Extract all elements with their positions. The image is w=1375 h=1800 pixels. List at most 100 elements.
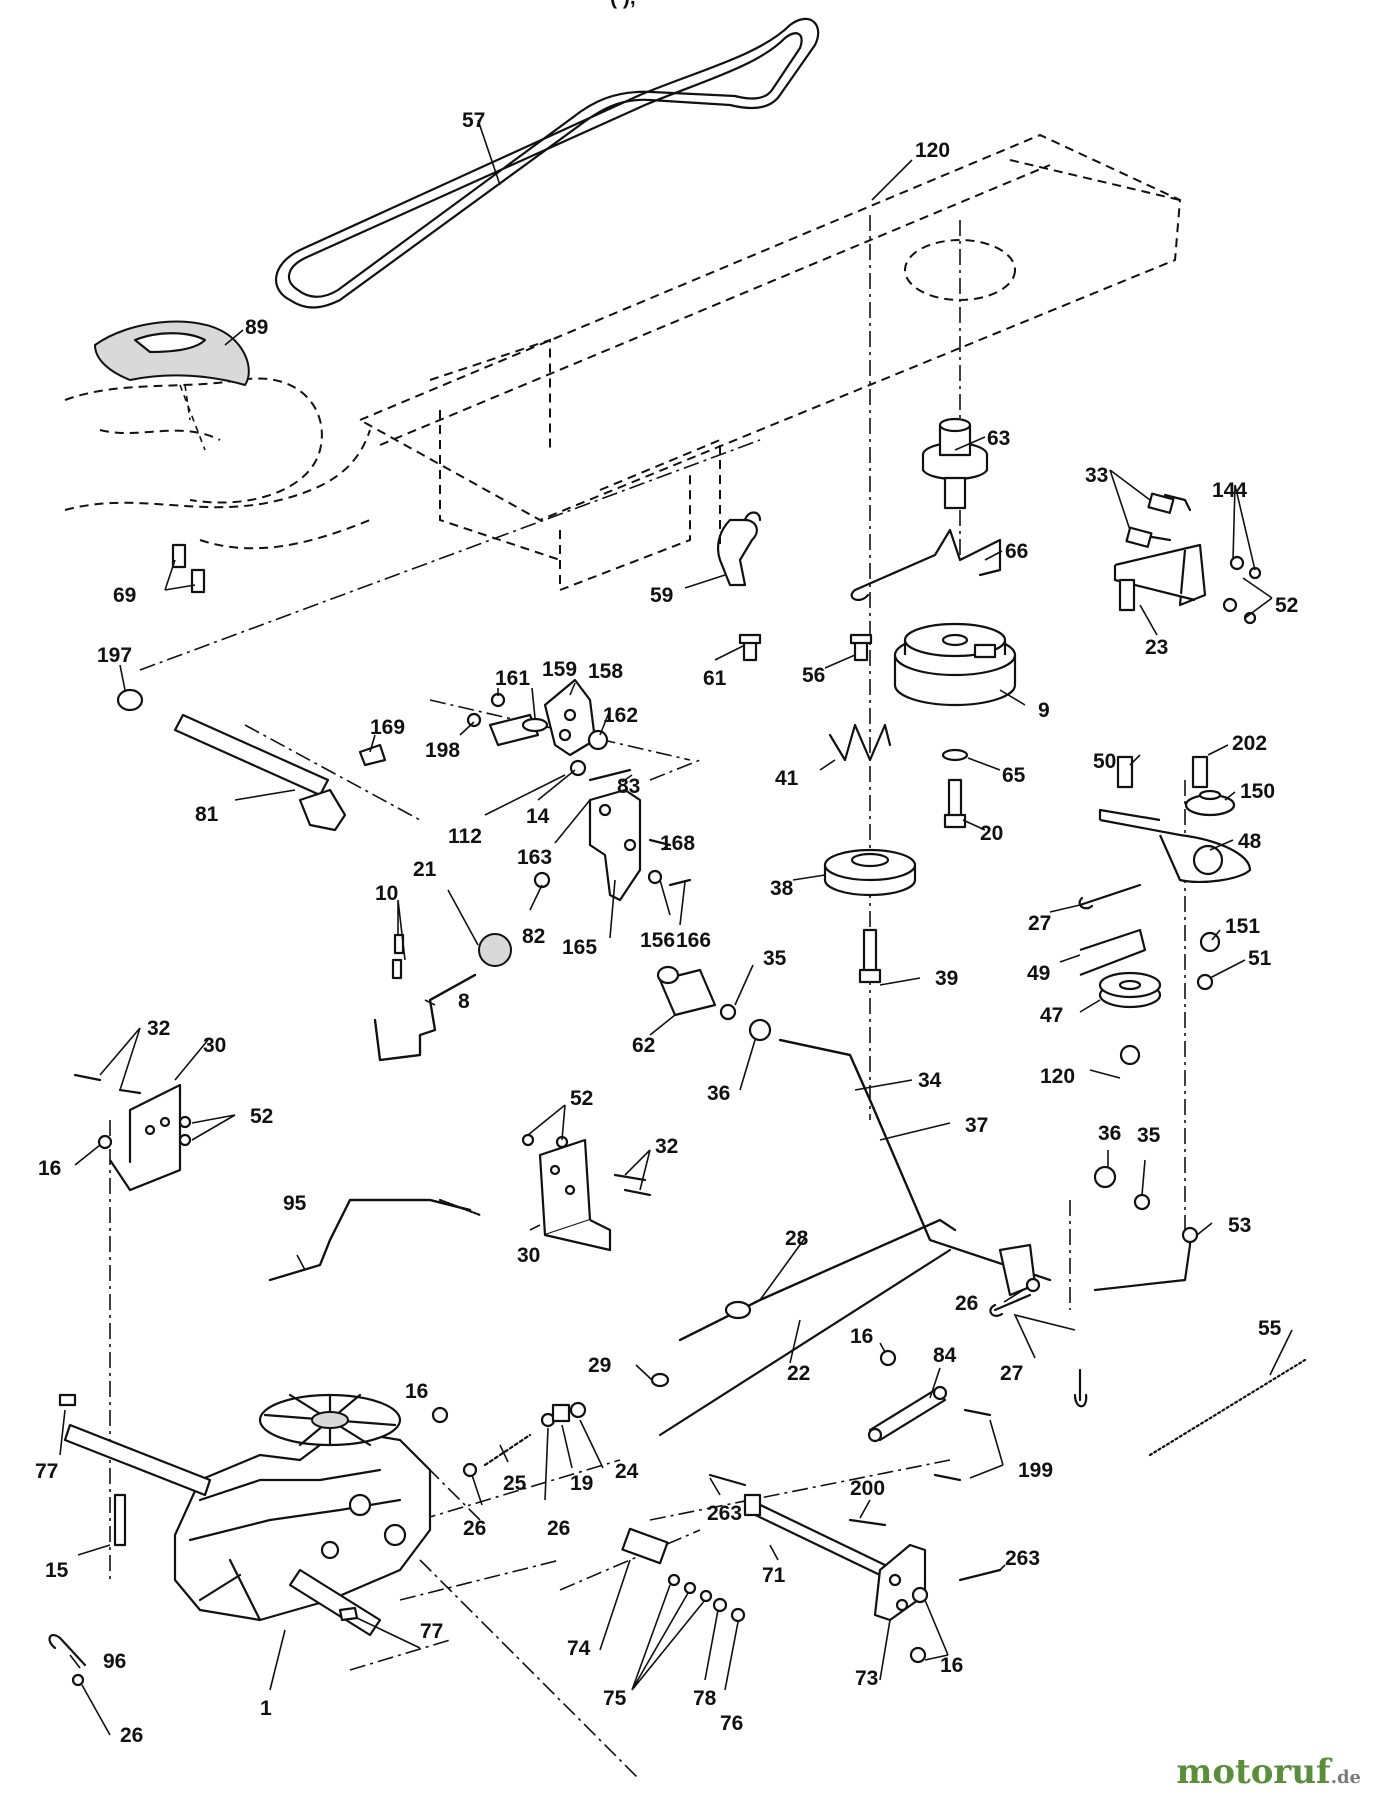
bolt-33a — [1147, 492, 1175, 514]
label-21: 21 — [413, 858, 437, 881]
label-61: 61 — [703, 667, 727, 690]
nut-16a — [97, 1134, 113, 1150]
key-77b — [338, 1606, 359, 1622]
label-33: 33 — [1085, 464, 1108, 487]
label-168: 168 — [660, 832, 695, 855]
label-202: 202 — [1232, 732, 1267, 755]
rod-34 — [778, 1038, 1052, 1297]
label-162: 162 — [603, 704, 638, 727]
v-belt — [274, 17, 820, 309]
screws-10 — [391, 933, 405, 980]
rod-95 — [268, 1198, 482, 1282]
brand-suffix: .de — [1330, 1767, 1361, 1788]
washer-75a — [667, 1573, 681, 1587]
label-9: 9 — [1038, 699, 1050, 722]
part-labels: 57 120 89 63 33 144 66 69 59 52 23 197 1… — [35, 109, 1298, 1747]
bracket-30b — [521, 1133, 612, 1252]
label-39: 39 — [935, 967, 958, 990]
clip-82 — [533, 871, 551, 889]
label-36a: 36 — [707, 1082, 730, 1105]
bolt-15 — [113, 1493, 127, 1547]
label-161: 161 — [495, 667, 530, 690]
label-55: 55 — [1258, 1317, 1282, 1340]
label-23: 23 — [1145, 636, 1168, 659]
label-83: 83 — [617, 775, 640, 798]
label-36b: 36 — [1098, 1122, 1121, 1145]
label-49: 49 — [1027, 962, 1050, 985]
label-156: 156 — [640, 929, 675, 952]
label-69: 69 — [113, 584, 136, 607]
washer-36a — [748, 1018, 772, 1042]
pin-27a — [1078, 883, 1142, 910]
label-51: 51 — [1248, 947, 1272, 970]
washer-75c — [699, 1589, 713, 1603]
label-84: 84 — [933, 1344, 957, 1367]
bolt-263b — [958, 1568, 1002, 1582]
clip-169 — [358, 743, 387, 767]
label-48: 48 — [1238, 830, 1262, 853]
label-112: 112 — [448, 825, 482, 848]
bolt-20 — [943, 778, 967, 829]
label-15: 15 — [45, 1559, 69, 1582]
label-199: 199 — [1018, 1459, 1053, 1482]
label-65: 65 — [1002, 764, 1026, 787]
label-52b: 52 — [250, 1105, 273, 1128]
label-96: 96 — [103, 1650, 126, 1673]
label-26a: 26 — [955, 1292, 978, 1315]
label-73: 73 — [855, 1667, 878, 1690]
label-16b: 16 — [850, 1325, 873, 1348]
pin-lower — [1073, 1368, 1088, 1408]
idler-bracket-48 — [1098, 755, 1252, 884]
bolt-263a — [708, 1473, 747, 1487]
label-26b: 26 — [463, 1517, 486, 1540]
foot-pad — [93, 320, 250, 451]
washer-75b — [683, 1581, 697, 1595]
bracket-165 — [588, 788, 642, 902]
bracket-159 — [488, 713, 549, 747]
label-59: 59 — [650, 584, 673, 607]
label-19: 19 — [570, 1472, 593, 1495]
spring-wire — [828, 723, 892, 762]
label-20: 20 — [980, 822, 1003, 845]
label-75: 75 — [603, 1687, 627, 1710]
spindle-pulley — [921, 417, 989, 510]
label-30b: 30 — [517, 1244, 540, 1267]
bolts-199 — [933, 1408, 992, 1482]
spring-25 — [483, 1433, 532, 1467]
label-37: 37 — [965, 1114, 988, 1137]
brand-watermark: motoruf.de — [1176, 1752, 1361, 1792]
label-120a: 120 — [915, 139, 950, 162]
washer-198 — [466, 712, 482, 728]
label-120b: 120 — [1040, 1065, 1075, 1088]
label-8: 8 — [458, 990, 470, 1013]
pulley-38 — [823, 848, 917, 897]
rod-28 — [678, 1218, 957, 1342]
label-52c: 52 — [570, 1087, 593, 1110]
label-53: 53 — [1228, 1214, 1251, 1237]
label-56: 56 — [802, 664, 825, 687]
washer-35a — [719, 1003, 737, 1021]
nut-76 — [730, 1607, 746, 1623]
nut-16d1 — [911, 1586, 929, 1604]
nut-120b — [1119, 1044, 1141, 1066]
frame-outline — [357, 133, 1182, 592]
label-150: 150 — [1240, 780, 1275, 803]
label-74: 74 — [567, 1637, 591, 1660]
label-52a: 52 — [1275, 594, 1298, 617]
label-16d: 16 — [940, 1654, 963, 1677]
pin-27b — [989, 1293, 1032, 1317]
label-197: 197 — [97, 644, 132, 667]
bolt-168 — [648, 838, 672, 847]
bolts-32a — [73, 1073, 142, 1095]
label-34: 34 — [918, 1069, 942, 1092]
electric-clutch — [893, 622, 1017, 707]
label-41: 41 — [775, 767, 799, 790]
bracket-23 — [1113, 493, 1262, 625]
label-22: 22 — [787, 1362, 810, 1385]
label-14: 14 — [526, 805, 550, 828]
bolt-56 — [849, 633, 873, 662]
link-84 — [867, 1385, 948, 1443]
label-198: 198 — [425, 739, 460, 762]
bolt-200 — [848, 1518, 887, 1527]
